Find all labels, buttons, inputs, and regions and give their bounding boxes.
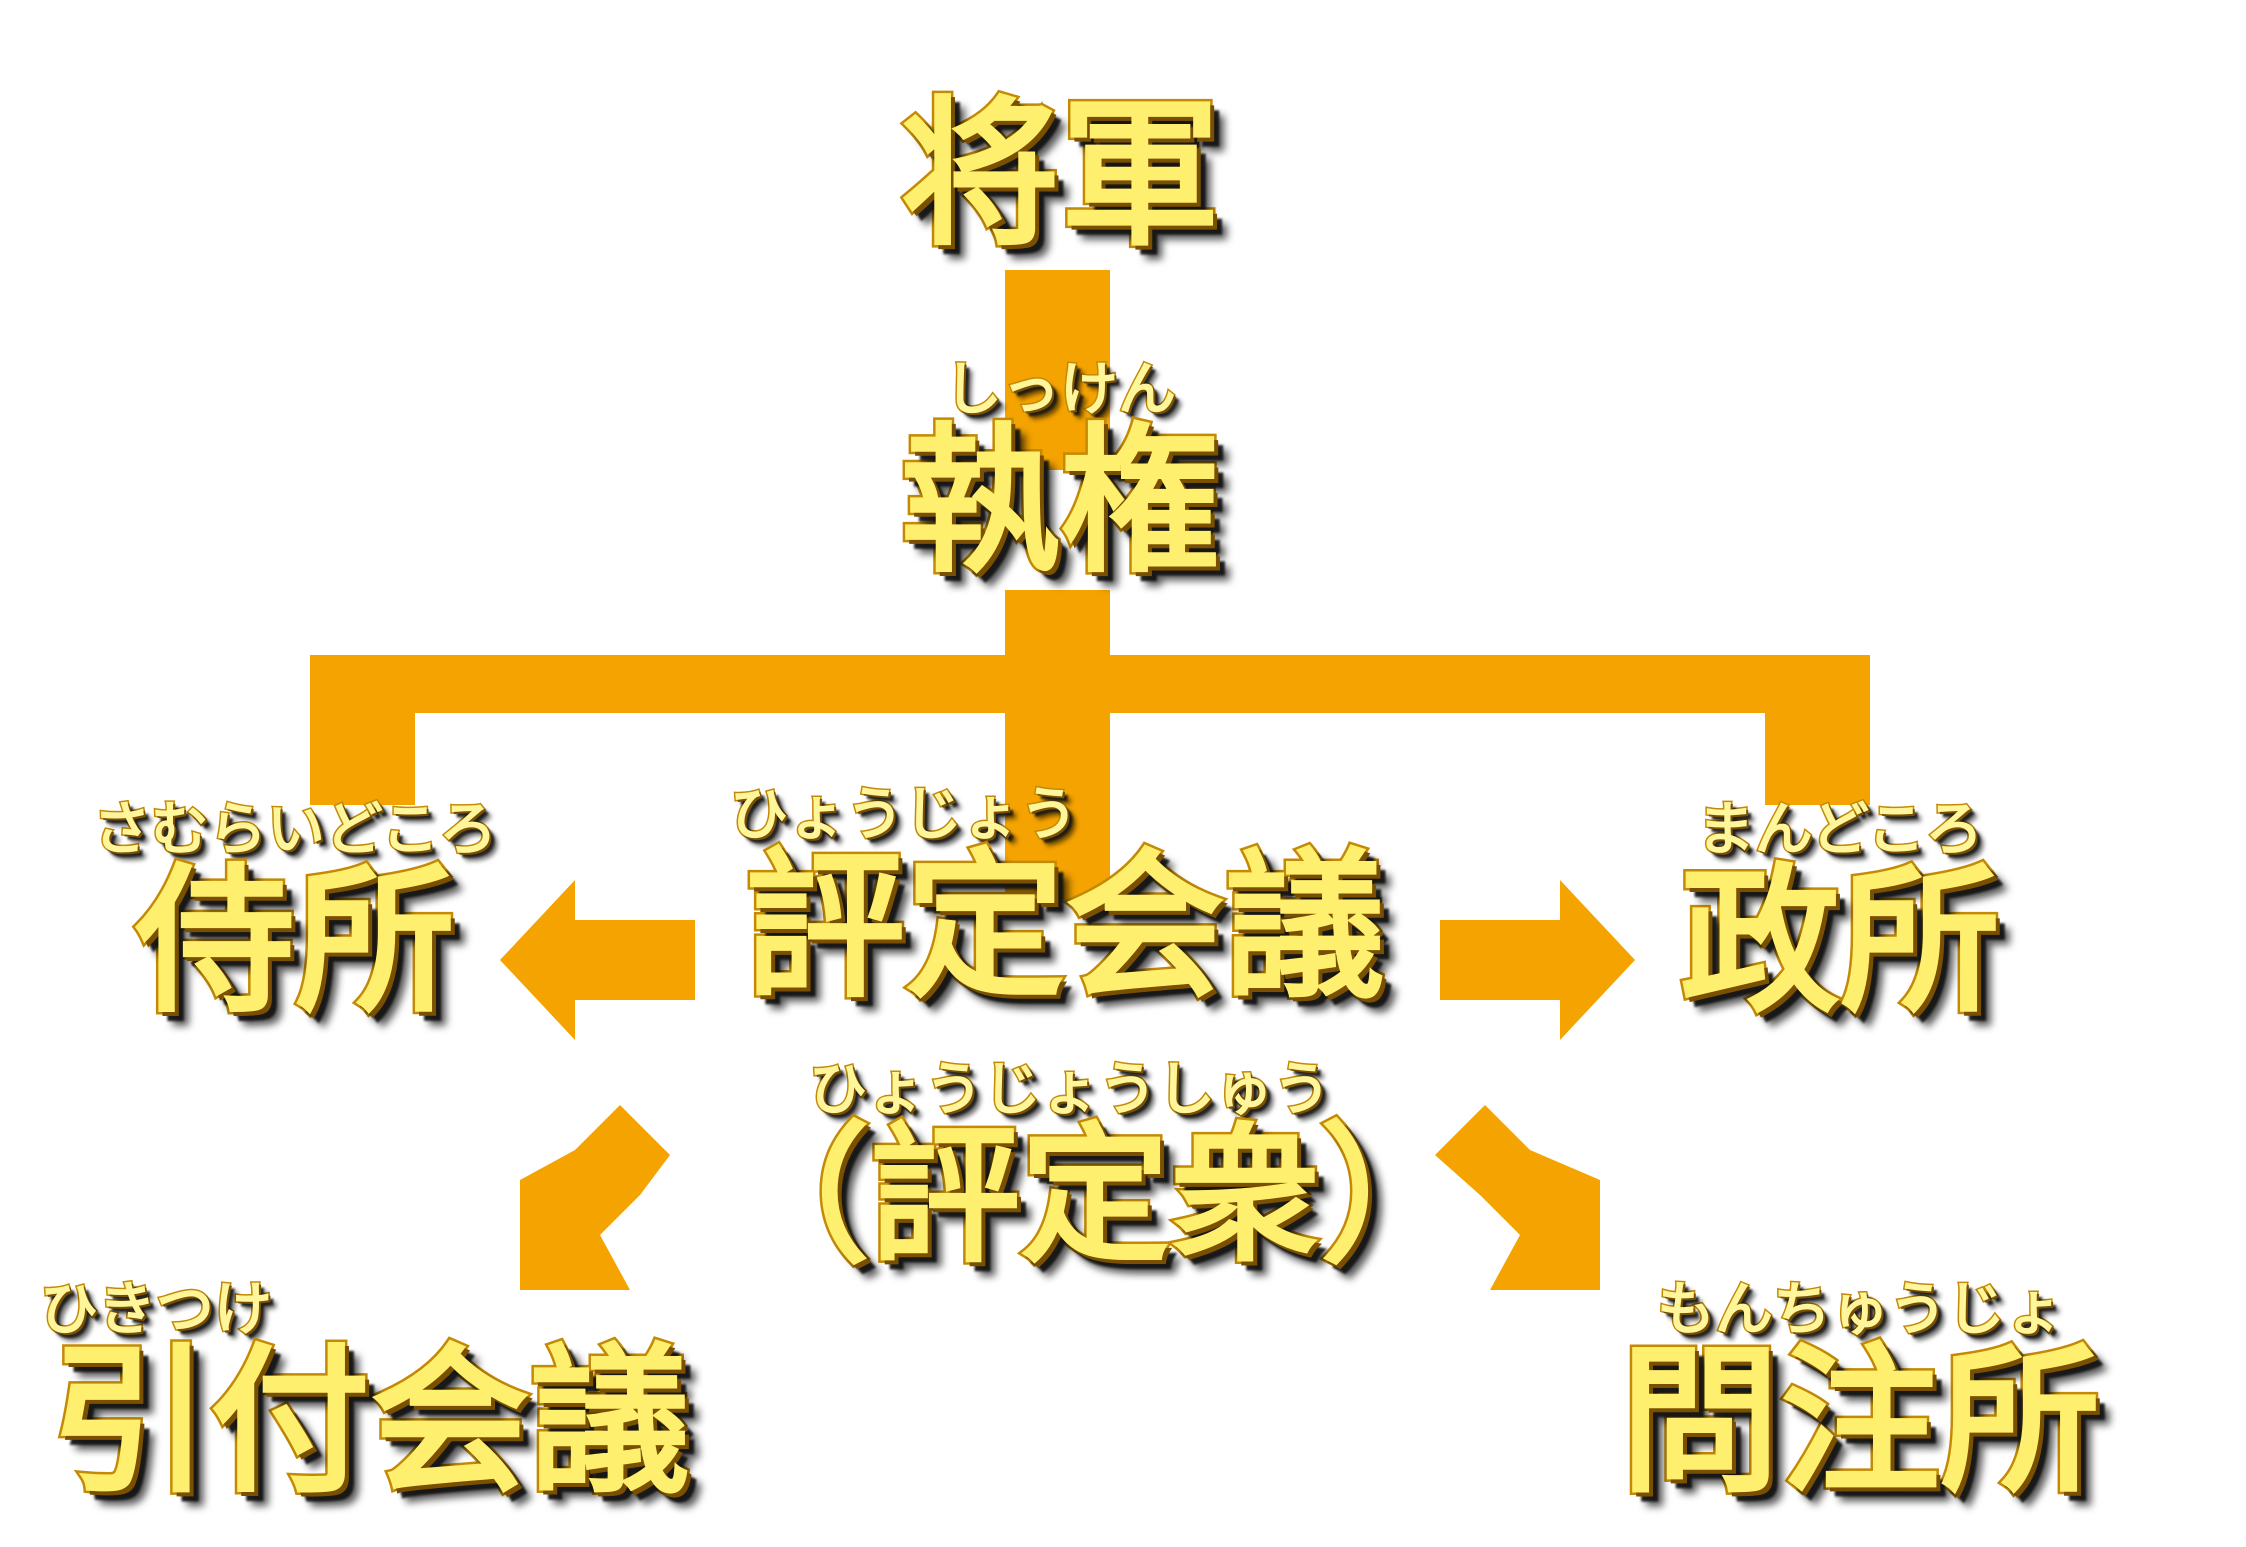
- node-shogun: 将軍: [870, 81, 1250, 268]
- arrow-to-samuraidokoro: [500, 880, 695, 1040]
- node-samuraidokoro: さむらいどころ 侍所: [60, 795, 530, 1035]
- node-hyojoshu-ruby: ひょうじょうしゅう: [807, 1055, 1332, 1123]
- node-hyojoshu-label: （評定衆）: [718, 1110, 1473, 1284]
- arrow-to-mandokoro: [1440, 880, 1635, 1040]
- node-shikken-label: 執権: [897, 408, 1222, 595]
- node-hikitsuke-label: 引付会議: [47, 1328, 692, 1515]
- node-shogun-label: 将軍: [897, 81, 1222, 268]
- node-hikitsuke-ruby: ひきつけ: [39, 1275, 274, 1343]
- node-samuraidokoro-label: 侍所: [132, 848, 457, 1035]
- node-mandokoro: まんどころ 政所: [1620, 795, 2060, 1035]
- node-monchujo-ruby: もんちゅうじょ: [1655, 1275, 2064, 1343]
- node-samuraidokoro-ruby: さむらいどころ: [91, 795, 498, 863]
- node-hyojo-label: 評定会議: [742, 833, 1387, 1020]
- connector-drop-right: [1765, 655, 1870, 805]
- node-shikken: しっけん 執権: [850, 355, 1270, 595]
- connector-drop-left: [310, 655, 415, 805]
- arrow-to-monchujo: [1435, 1105, 1600, 1290]
- arrow-to-hikitsuke: [520, 1105, 670, 1290]
- node-mandokoro-ruby: まんどころ: [1695, 795, 1985, 863]
- connector-drop-center: [1005, 655, 1110, 900]
- node-monchujo-label: 問注所: [1617, 1328, 2102, 1515]
- node-hyojoshu: ひょうじょうしゅう （評定衆）: [718, 1055, 1473, 1284]
- node-hyojo: ひょうじょう 評定会議: [700, 780, 1430, 1020]
- node-monchujo: もんちゅうじょ 問注所: [1570, 1275, 2150, 1515]
- node-hyojo-ruby: ひょうじょう: [729, 780, 1080, 848]
- connector-shogun-shikken: [1005, 270, 1110, 470]
- node-hikitsuke: ひきつけ 引付会議: [10, 1275, 730, 1515]
- node-shikken-ruby: しっけん: [942, 355, 1177, 423]
- node-mandokoro-label: 政所: [1677, 848, 2002, 1035]
